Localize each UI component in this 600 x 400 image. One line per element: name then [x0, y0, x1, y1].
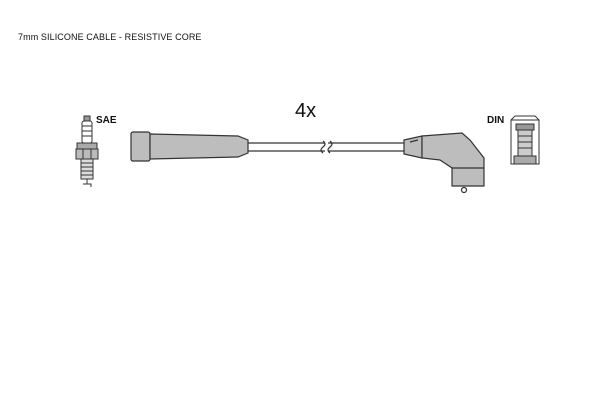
sae-label: SAE — [96, 115, 117, 126]
cable-spec-caption: 7mm SILICONE CABLE - RESISTIVE CORE — [18, 32, 202, 42]
angled-boot — [403, 132, 485, 194]
cable — [248, 140, 404, 154]
din-label: DIN — [487, 115, 505, 126]
spark-plug-icon — [75, 115, 99, 187]
straight-boot — [130, 131, 249, 162]
quantity-label: 4x — [295, 100, 317, 122]
din-terminal-icon — [510, 115, 540, 165]
